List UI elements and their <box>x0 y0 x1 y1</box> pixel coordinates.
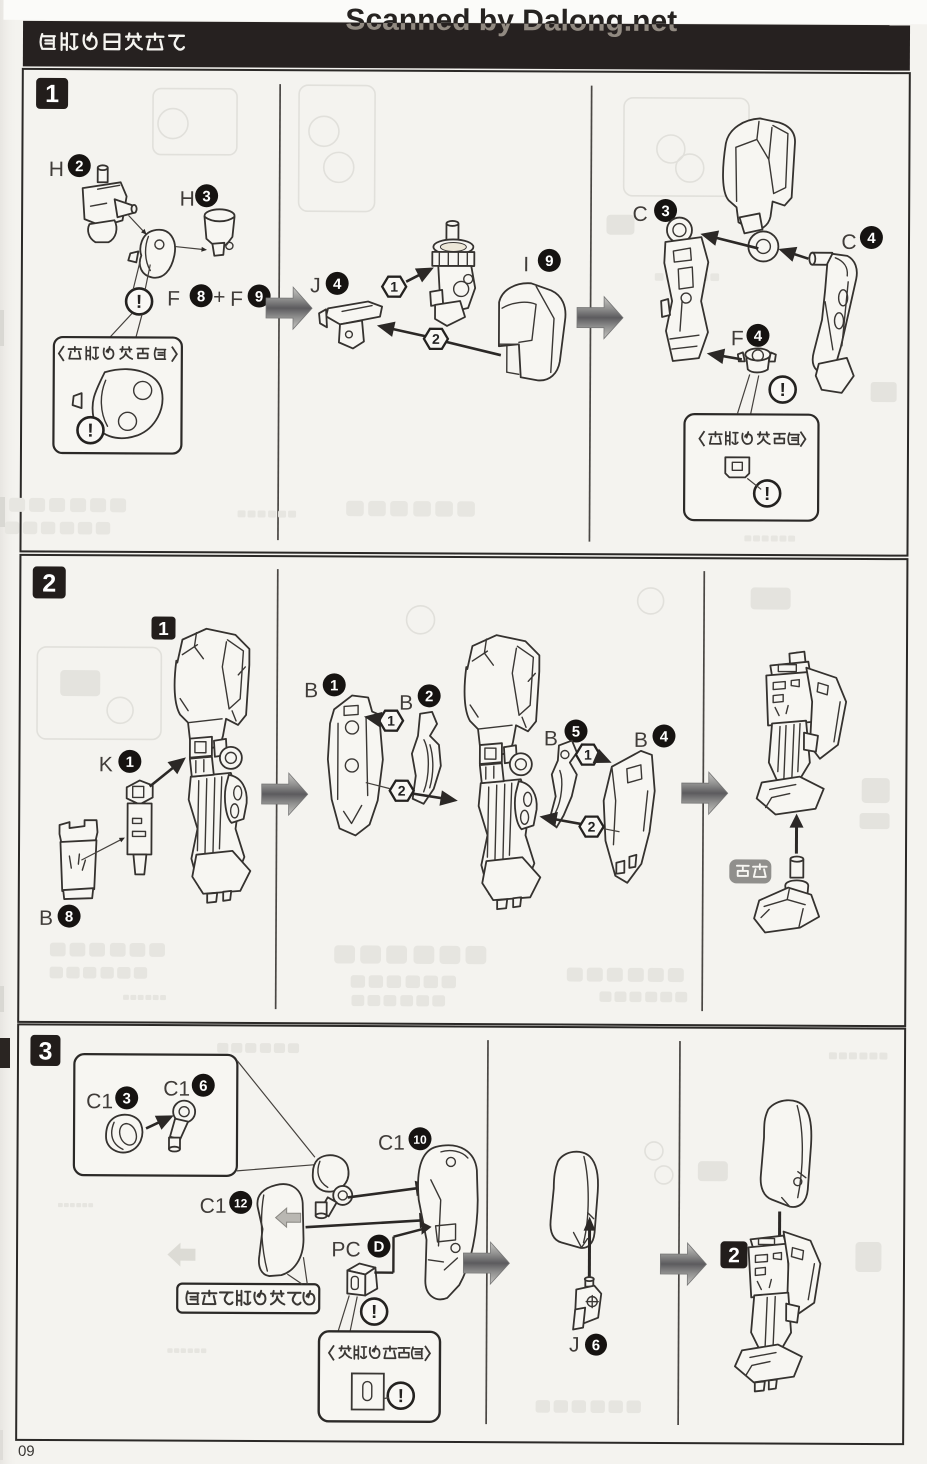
svg-text:1: 1 <box>330 677 338 694</box>
svg-text:C: C <box>841 231 856 254</box>
svg-text:2: 2 <box>432 331 440 347</box>
svg-text:3: 3 <box>122 1090 130 1107</box>
svg-text:C: C <box>632 203 647 226</box>
svg-text:09: 09 <box>18 1443 35 1460</box>
svg-text:2: 2 <box>728 1244 740 1267</box>
svg-text:3: 3 <box>202 188 210 205</box>
svg-text:2: 2 <box>425 688 433 705</box>
svg-text:C1: C1 <box>200 1195 227 1218</box>
svg-text:1: 1 <box>158 619 169 640</box>
svg-text:2: 2 <box>398 783 406 799</box>
svg-text:6: 6 <box>199 1078 207 1095</box>
svg-text:1: 1 <box>387 713 395 729</box>
svg-text:PC: PC <box>331 1238 360 1261</box>
svg-text:F: F <box>230 288 243 311</box>
svg-text:2: 2 <box>588 819 596 835</box>
svg-text:1: 1 <box>126 754 134 771</box>
svg-text:C1: C1 <box>378 1132 405 1155</box>
svg-text:B: B <box>39 907 53 930</box>
svg-text:J: J <box>310 274 321 297</box>
svg-text:1: 1 <box>45 80 59 108</box>
svg-text:1: 1 <box>390 279 398 295</box>
svg-text:4: 4 <box>333 276 342 293</box>
svg-text:B: B <box>544 727 558 750</box>
svg-text:8: 8 <box>65 909 73 926</box>
svg-text:C1: C1 <box>86 1090 113 1113</box>
svg-text:4: 4 <box>867 230 876 247</box>
svg-text:4: 4 <box>660 728 669 745</box>
svg-text:2: 2 <box>42 569 56 597</box>
svg-text:9: 9 <box>255 288 263 305</box>
svg-text:12: 12 <box>234 1196 248 1210</box>
svg-text:2: 2 <box>75 158 83 175</box>
svg-text:B: B <box>634 729 648 752</box>
svg-text:F: F <box>731 327 744 350</box>
svg-text:Scanned by Dalong.net: Scanned by Dalong.net <box>345 3 677 38</box>
svg-text:9: 9 <box>545 253 553 270</box>
svg-text:I: I <box>523 253 529 276</box>
svg-text:10: 10 <box>413 1133 427 1147</box>
svg-text:C1: C1 <box>163 1078 190 1101</box>
svg-text:Scanned by Dalong.net: Scanned by Dalong.net <box>345 3 677 38</box>
svg-text:5: 5 <box>572 724 580 741</box>
svg-text:3: 3 <box>661 203 669 220</box>
svg-text:6: 6 <box>592 1337 600 1354</box>
svg-text:B: B <box>304 679 318 702</box>
svg-text:H: H <box>49 158 64 181</box>
svg-text:B: B <box>399 692 413 715</box>
svg-text:F: F <box>167 288 180 311</box>
svg-text:1: 1 <box>584 747 592 763</box>
svg-text:+: + <box>213 286 225 309</box>
svg-text:K: K <box>99 753 113 776</box>
svg-text:J: J <box>569 1334 580 1357</box>
svg-text:8: 8 <box>197 288 205 305</box>
svg-text:4: 4 <box>754 328 763 345</box>
svg-text:3: 3 <box>38 1037 52 1065</box>
svg-text:H: H <box>180 188 195 211</box>
svg-text:D: D <box>374 1239 385 1256</box>
